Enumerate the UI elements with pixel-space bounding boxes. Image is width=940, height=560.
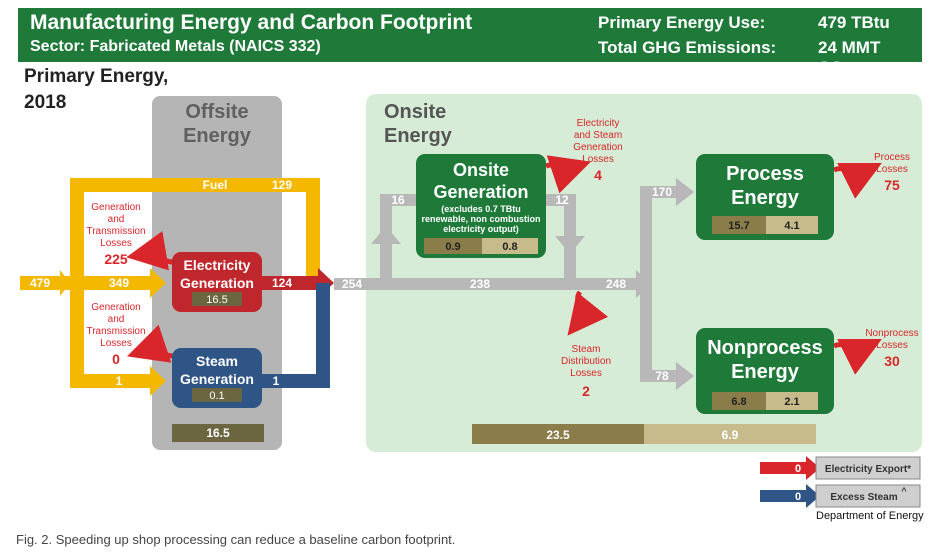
to-nonprocess-label: 78 [655, 369, 669, 383]
process-loss-l1: Process [874, 152, 910, 163]
nonprocess-loss-l1: Nonprocess [865, 328, 918, 339]
to-electricity-flow-label: 349 [109, 276, 129, 290]
steam-dist-loss-l1: Steam [572, 344, 601, 355]
onsite-gen-loss-value: 4 [594, 167, 602, 183]
diagram-year: 2018 [24, 92, 67, 113]
steam-dist-loss-l2: Distribution [561, 356, 611, 367]
steam-output-flow [262, 374, 328, 388]
legend [760, 456, 921, 508]
energy-use-label: Primary Energy Use: [598, 13, 766, 32]
to-onsite-gen-label: 16 [391, 193, 405, 207]
steam-dist-loss-value: 2 [582, 383, 590, 399]
electricity-gen-title-2: Generation [180, 275, 254, 291]
gen-trans-loss-1-l3: Transmission [86, 226, 145, 237]
electricity-output-label: 124 [272, 276, 292, 290]
gen-trans-loss-2-l1: Generation [91, 302, 140, 313]
page-title: Manufacturing Energy and Carbon Footprin… [30, 11, 473, 34]
energy-use-value: 479 TBtu [818, 13, 890, 32]
electricity-gen-title-1: Electricity [184, 257, 251, 273]
ghg-label: Total GHG Emissions: [598, 38, 777, 57]
onsite-title-1: Onsite [384, 101, 446, 123]
elec-export-label: Electricity Export* [825, 464, 911, 475]
excess-steam-mark: ^ [901, 486, 907, 496]
process-title-2: Energy [731, 187, 800, 209]
main-end-label: 248 [606, 277, 626, 291]
gen-trans-loss-1-value: 225 [104, 251, 128, 267]
onsite-carbon-value-1: 23.5 [546, 428, 570, 442]
onsite-carbon-bar-left [472, 424, 644, 444]
elec-export-value: 0 [795, 463, 801, 475]
offsite-carbon-value: 16.5 [206, 426, 230, 440]
onsite-gen-note-3: electricity output) [443, 224, 519, 234]
fuel-flow-label: Fuel [203, 178, 228, 192]
gen-trans-loss-2-l2: and [108, 314, 125, 325]
onsite-gen-note-2: renewable, non combustion [421, 214, 540, 224]
onsite-in-label: 254 [342, 277, 362, 291]
gen-trans-loss-2-l4: Losses [100, 338, 132, 349]
onsite-carbon-bar-right [644, 424, 816, 444]
excess-steam-value: 0 [795, 491, 801, 503]
fuel-flow-value: 129 [272, 178, 292, 192]
nonprocess-carbon-1: 6.8 [731, 396, 746, 408]
main-mid-label: 238 [470, 277, 490, 291]
onsite-gen-loss-l4: Losses [582, 154, 614, 165]
gen-trans-loss-1-l1: Generation [91, 202, 140, 213]
onsite-flows [334, 178, 694, 390]
diagram-subtitle: Primary Energy, [24, 66, 169, 87]
sector-label: Sector: Fabricated Metals (NAICS 332) [30, 38, 321, 55]
nonprocess-title-1: Nonprocess [707, 337, 823, 359]
onsite-carbon-value-2: 6.9 [722, 428, 739, 442]
onsite-gen-carbon-2: 0.8 [502, 241, 517, 253]
onsite-gen-title-1: Onsite [453, 160, 509, 180]
process-loss-value: 75 [884, 177, 900, 193]
gen-trans-loss-2-l3: Transmission [86, 326, 145, 337]
ghg-value: 24 MMT CO2e [818, 38, 881, 81]
steam-dist-loss-l3: Losses [570, 368, 602, 379]
excess-steam-label: Excess Steam [830, 492, 897, 503]
input-flow-label: 479 [30, 276, 50, 290]
onsite-gen-title-2: Generation [433, 182, 528, 202]
nonprocess-loss-value: 30 [884, 353, 900, 369]
process-carbon-2: 4.1 [784, 220, 799, 232]
fuel-flows [20, 178, 320, 396]
loss-arrows [126, 155, 882, 375]
nonprocess-carbon-2: 2.1 [784, 396, 799, 408]
onsite-gen-note-1: (excludes 0.7 TBtu [441, 204, 521, 214]
header-banner: Manufacturing Energy and Carbon Footprin… [18, 8, 922, 80]
from-onsite-gen-label: 12 [555, 193, 569, 207]
to-steam-flow-label: 1 [116, 374, 123, 388]
electricity-output-flow [262, 276, 322, 290]
onsite-gen-loss-l2: and Steam [574, 130, 622, 141]
process-title-1: Process [726, 163, 804, 185]
onsite-gen-carbon-1: 0.9 [445, 241, 460, 253]
nonprocess-loss-l2: Losses [876, 340, 908, 351]
electricity-gen-value: 16.5 [206, 294, 227, 306]
nonprocess-title-2: Energy [731, 361, 800, 383]
gen-trans-loss-1-l4: Losses [100, 238, 132, 249]
gen-trans-loss-2-value: 0 [112, 351, 120, 367]
onsite-title-2: Energy [384, 125, 453, 147]
figure-caption: Fig. 2. Speeding up shop processing can … [16, 532, 456, 547]
steam-gen-title-1: Steam [196, 353, 238, 369]
steam-gen-title-2: Generation [180, 371, 254, 387]
offsite-carbon-bar [172, 424, 264, 442]
steam-output-label: 1 [273, 374, 280, 388]
onsite-generation-box [416, 154, 546, 258]
process-carbon-1: 15.7 [728, 220, 749, 232]
steam-gen-value: 0.1 [209, 390, 224, 402]
steam-output-riser [316, 283, 330, 388]
gen-trans-loss-1-l2: and [108, 214, 125, 225]
offsite-title-1: Offsite [185, 101, 248, 123]
process-loss-l2: Losses [876, 164, 908, 175]
onsite-gen-loss-l1: Electricity [577, 118, 620, 129]
onsite-gen-loss-l3: Generation [573, 142, 622, 153]
department-credit: Department of Energy [816, 510, 924, 522]
to-process-label: 170 [652, 185, 672, 199]
offsite-title-2: Energy [183, 125, 252, 147]
